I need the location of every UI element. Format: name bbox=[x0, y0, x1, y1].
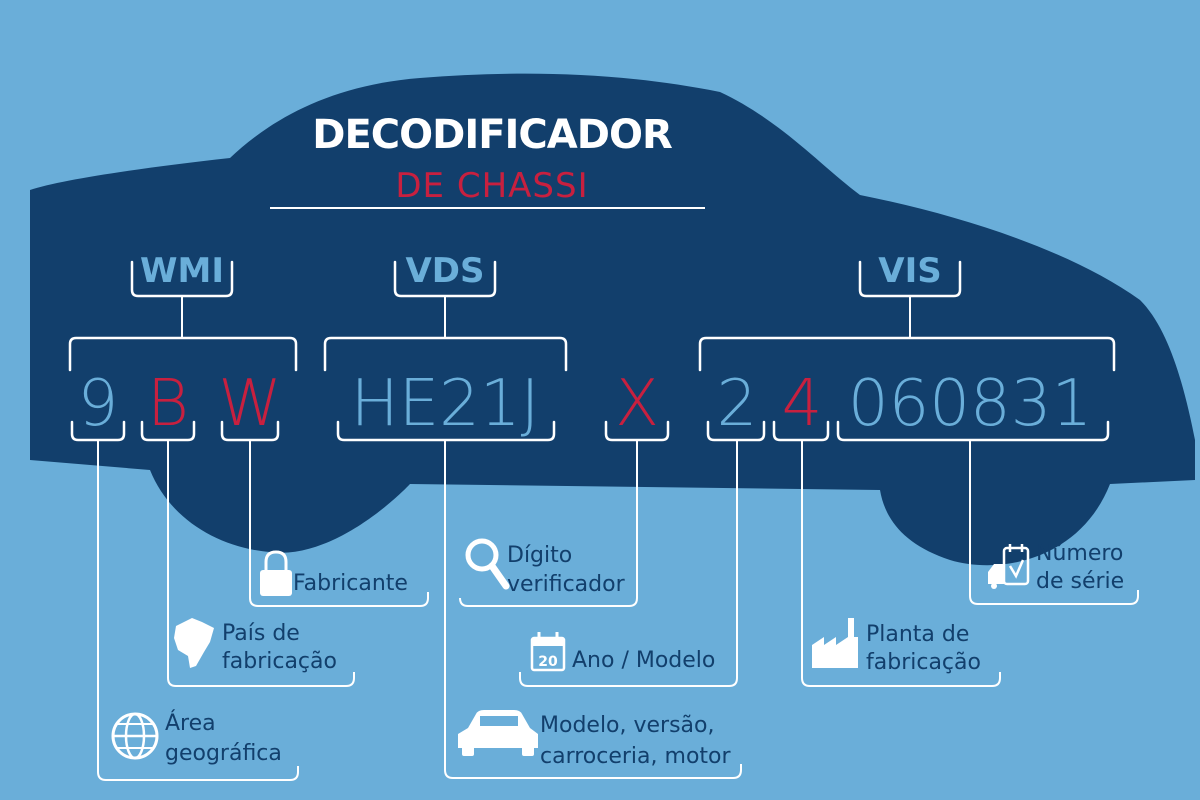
calendar-icon: 20 bbox=[530, 632, 566, 672]
pais-connector bbox=[167, 440, 355, 687]
subtitle: DE CHASSI bbox=[395, 166, 588, 206]
label-digito-line2: verificador bbox=[507, 572, 626, 597]
serial-bracket bbox=[836, 420, 1110, 442]
label-modelo-line2: carroceria, motor bbox=[540, 744, 731, 769]
fabricante-connector bbox=[249, 440, 429, 607]
vds-label: VDS bbox=[405, 251, 484, 291]
area-connector bbox=[97, 440, 299, 781]
label-serie-line2: de série bbox=[1036, 569, 1124, 594]
vds-top-bracket bbox=[323, 336, 568, 372]
label-area-line2: geográfica bbox=[165, 741, 282, 766]
brazil-map-icon bbox=[174, 618, 214, 668]
label-pais-line1: País de bbox=[222, 621, 300, 646]
wmi-top-bracket bbox=[68, 336, 298, 372]
modelo-connector bbox=[444, 440, 742, 779]
magnifier-icon bbox=[465, 538, 510, 590]
label-pais-line2: fabricação bbox=[222, 649, 337, 674]
factory-icon bbox=[812, 618, 858, 668]
lock-icon bbox=[260, 550, 292, 596]
label-fabricante: Fabricante bbox=[293, 571, 408, 596]
label-serie-line1: Número bbox=[1036, 541, 1123, 566]
vin-plant-digit: 4 bbox=[782, 367, 823, 441]
vis-label: VIS bbox=[878, 251, 941, 291]
label-planta-line1: Planta de bbox=[866, 622, 969, 647]
vin-char-b: B bbox=[147, 367, 189, 441]
planta-connector bbox=[801, 440, 1001, 687]
vin-check-digit: X bbox=[615, 367, 659, 441]
serie-connector bbox=[969, 440, 1139, 605]
label-digito-line1: Dígito bbox=[507, 543, 572, 568]
globe-icon bbox=[111, 712, 159, 760]
label-area-line1: Área bbox=[165, 710, 216, 736]
title: DECODIFICADOR bbox=[312, 112, 672, 158]
vis-top-bracket bbox=[698, 336, 1116, 372]
calendar-icon-number: 20 bbox=[538, 654, 558, 670]
vin-char-w: W bbox=[218, 367, 281, 441]
car-icon bbox=[458, 710, 538, 756]
vin-year-digit: 2 bbox=[717, 367, 758, 441]
delivery-van-icon bbox=[988, 544, 1030, 589]
vin-serial-number: 060831 bbox=[848, 367, 1092, 441]
ano-connector bbox=[519, 440, 738, 687]
label-ano-modelo: Ano / Modelo bbox=[572, 648, 715, 673]
car-silhouette bbox=[30, 73, 1195, 566]
digito-connector bbox=[459, 440, 638, 607]
label-planta-line2: fabricação bbox=[866, 650, 981, 675]
vin-vds-chars: HE21J bbox=[351, 367, 540, 441]
wmi-label: WMI bbox=[140, 251, 224, 291]
label-modelo-line1: Modelo, versão, bbox=[540, 713, 715, 738]
vin-char-9: 9 bbox=[78, 367, 119, 441]
